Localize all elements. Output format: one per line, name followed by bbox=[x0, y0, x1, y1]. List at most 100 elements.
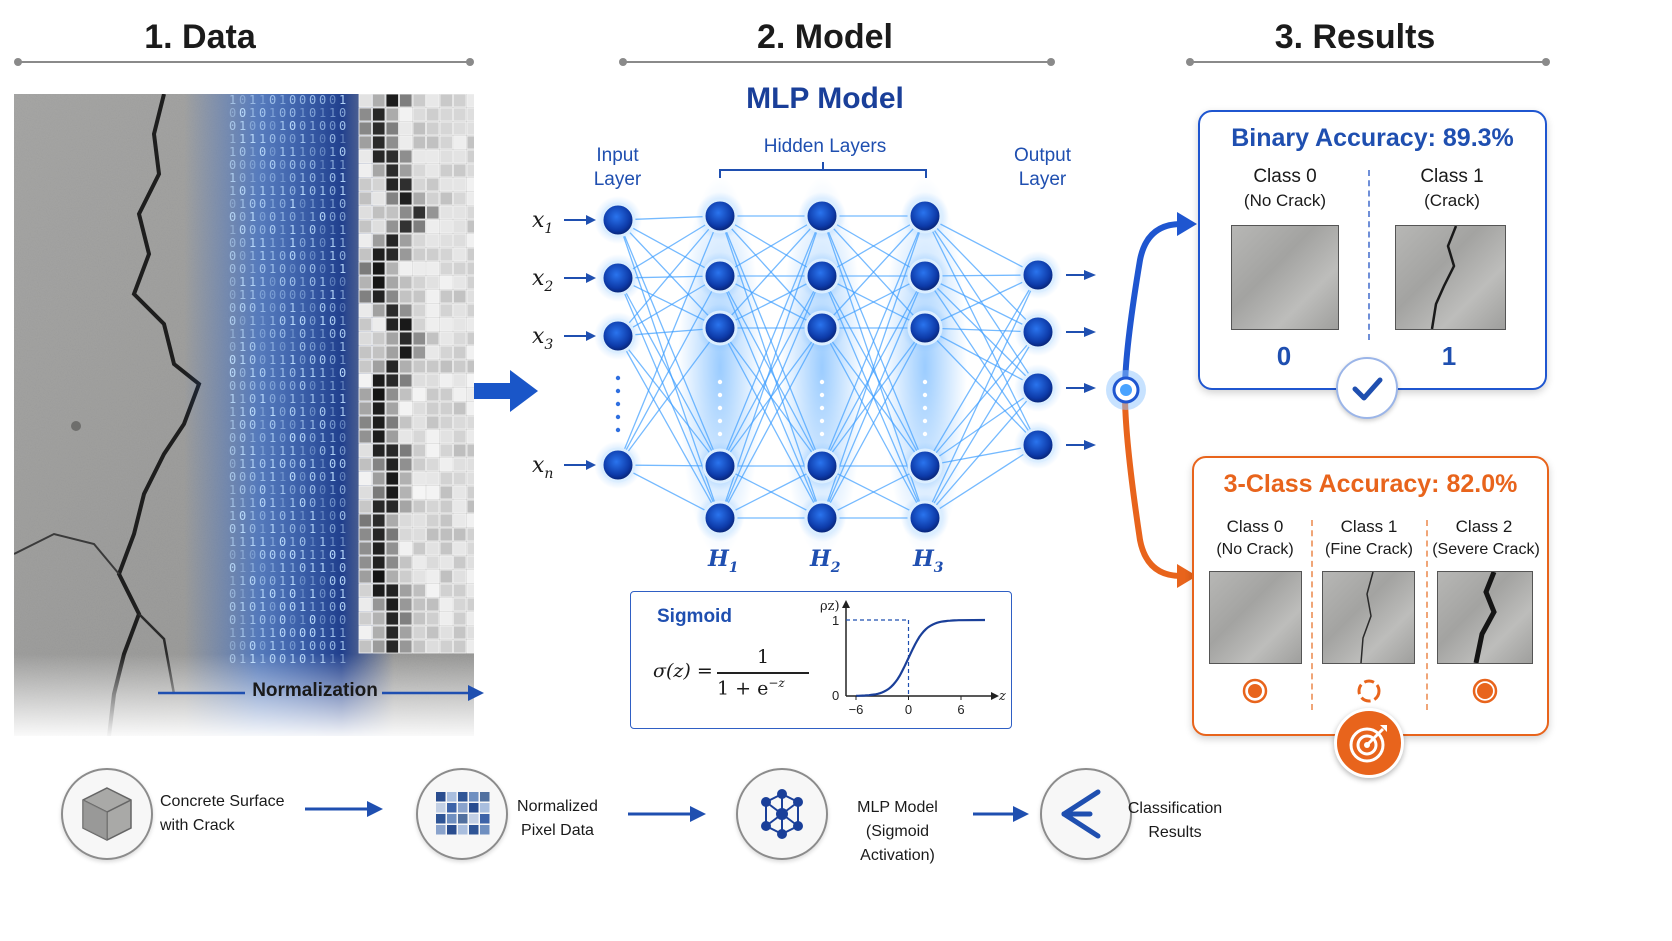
svg-text:1: 1 bbox=[289, 197, 296, 211]
output-layer-label: Output Layer bbox=[1013, 145, 1072, 190]
svg-text:0: 0 bbox=[249, 600, 256, 614]
svg-text:1: 1 bbox=[279, 171, 286, 185]
svg-text:1: 1 bbox=[239, 613, 246, 627]
svg-text:1: 1 bbox=[309, 210, 316, 224]
svg-text:1: 1 bbox=[319, 288, 326, 302]
svg-text:0: 0 bbox=[229, 457, 236, 471]
svg-text:1: 1 bbox=[269, 106, 276, 120]
svg-text:1: 1 bbox=[339, 353, 346, 367]
svg-text:−6: −6 bbox=[849, 702, 864, 717]
svg-text:1: 1 bbox=[269, 444, 276, 458]
svg-text:0: 0 bbox=[269, 145, 276, 159]
svg-text:1: 1 bbox=[239, 444, 246, 458]
svg-text:1: 1 bbox=[229, 184, 236, 198]
svg-text:1: 1 bbox=[309, 392, 316, 406]
svg-text:1: 1 bbox=[229, 483, 236, 497]
svg-text:1: 1 bbox=[239, 561, 246, 575]
svg-text:0: 0 bbox=[289, 275, 296, 289]
svg-text:0: 0 bbox=[279, 431, 286, 445]
svg-text:1: 1 bbox=[309, 236, 316, 250]
svg-text:0: 0 bbox=[269, 223, 276, 237]
svg-text:0: 0 bbox=[239, 145, 246, 159]
svg-text:1: 1 bbox=[339, 535, 346, 549]
svg-text:1: 1 bbox=[339, 184, 346, 198]
section-rule-data bbox=[14, 58, 474, 66]
svg-text:1: 1 bbox=[229, 626, 236, 640]
svg-text:0: 0 bbox=[289, 379, 296, 393]
svg-text:1: 1 bbox=[269, 483, 276, 497]
flow-step1-text: Concrete Surface with Crack bbox=[160, 793, 285, 834]
svg-text:0: 0 bbox=[239, 470, 246, 484]
binary-label-1: 1 bbox=[1441, 341, 1457, 371]
svg-text:1: 1 bbox=[269, 431, 276, 445]
svg-text:1: 1 bbox=[309, 548, 316, 562]
svg-text:0: 0 bbox=[229, 548, 236, 562]
svg-text:1: 1 bbox=[299, 509, 306, 523]
svg-text:0: 0 bbox=[289, 613, 296, 627]
svg-text:0: 0 bbox=[339, 145, 346, 159]
svg-text:1: 1 bbox=[289, 223, 296, 237]
svg-text:1: 1 bbox=[279, 94, 286, 107]
svg-text:1: 1 bbox=[269, 561, 276, 575]
svg-text:1: 1 bbox=[339, 548, 346, 562]
svg-text:0: 0 bbox=[259, 561, 266, 575]
svg-text:0: 0 bbox=[279, 314, 286, 328]
binary-badge bbox=[1336, 357, 1398, 419]
svg-text:0: 0 bbox=[239, 431, 246, 445]
checkmark-icon bbox=[1352, 377, 1383, 401]
svg-text:0: 0 bbox=[249, 340, 256, 354]
svg-text:1: 1 bbox=[319, 431, 326, 445]
svg-text:1: 1 bbox=[279, 366, 286, 380]
three-class0-desc: (No Crack) bbox=[1216, 541, 1294, 558]
svg-text:1: 1 bbox=[239, 132, 246, 146]
flow-step2-text: Normalized Pixel Data bbox=[517, 798, 598, 839]
svg-text:0: 0 bbox=[239, 509, 246, 523]
svg-text:0: 0 bbox=[239, 379, 246, 393]
svg-text:1: 1 bbox=[339, 379, 346, 393]
svg-text:0: 0 bbox=[299, 626, 306, 640]
svg-text:1: 1 bbox=[249, 496, 256, 510]
sample-crack bbox=[1395, 225, 1506, 330]
svg-text:1: 1 bbox=[309, 366, 316, 380]
svg-text:1: 1 bbox=[239, 353, 246, 367]
svg-text:0: 0 bbox=[319, 613, 326, 627]
svg-text:0: 0 bbox=[309, 249, 316, 263]
svg-text:0: 0 bbox=[239, 106, 246, 120]
section-rule-model bbox=[619, 58, 1055, 66]
svg-text:1: 1 bbox=[279, 418, 286, 432]
svg-text:1: 1 bbox=[309, 288, 316, 302]
svg-text:0: 0 bbox=[229, 288, 236, 302]
svg-text:0: 0 bbox=[319, 483, 326, 497]
svg-text:0: 0 bbox=[329, 587, 336, 601]
svg-text:0: 0 bbox=[239, 171, 246, 185]
svg-text:1: 1 bbox=[279, 444, 286, 458]
svg-text:0: 0 bbox=[309, 184, 316, 198]
svg-text:1: 1 bbox=[319, 327, 326, 341]
svg-text:0: 0 bbox=[229, 379, 236, 393]
svg-text:1: 1 bbox=[309, 457, 316, 471]
svg-text:0: 0 bbox=[249, 197, 256, 211]
svg-text:1: 1 bbox=[329, 405, 336, 419]
flow-step4-circle bbox=[1040, 768, 1132, 860]
svg-text:0: 0 bbox=[319, 340, 326, 354]
svg-text:0: 0 bbox=[299, 574, 306, 588]
severe-crack-line bbox=[1473, 572, 1497, 663]
network-icon bbox=[761, 789, 803, 839]
svg-text:0: 0 bbox=[309, 405, 316, 419]
svg-text:0: 0 bbox=[309, 106, 316, 120]
svg-text:0: 0 bbox=[289, 405, 296, 419]
svg-text:1: 1 bbox=[229, 496, 236, 510]
svg-text:0: 0 bbox=[299, 483, 306, 497]
svg-text:0: 0 bbox=[329, 301, 336, 315]
svg-text:0: 0 bbox=[259, 431, 266, 445]
svg-text:1: 1 bbox=[339, 340, 346, 354]
svg-text:1: 1 bbox=[239, 548, 246, 562]
svg-text:1: 1 bbox=[339, 171, 346, 185]
svg-text:1: 1 bbox=[309, 509, 316, 523]
svg-text:0: 0 bbox=[259, 509, 266, 523]
svg-text:1: 1 bbox=[269, 353, 276, 367]
svg-text:0: 0 bbox=[279, 457, 286, 471]
svg-text:0: 0 bbox=[329, 574, 336, 588]
svg-text:0: 0 bbox=[319, 353, 326, 367]
svg-text:1: 1 bbox=[319, 379, 326, 393]
